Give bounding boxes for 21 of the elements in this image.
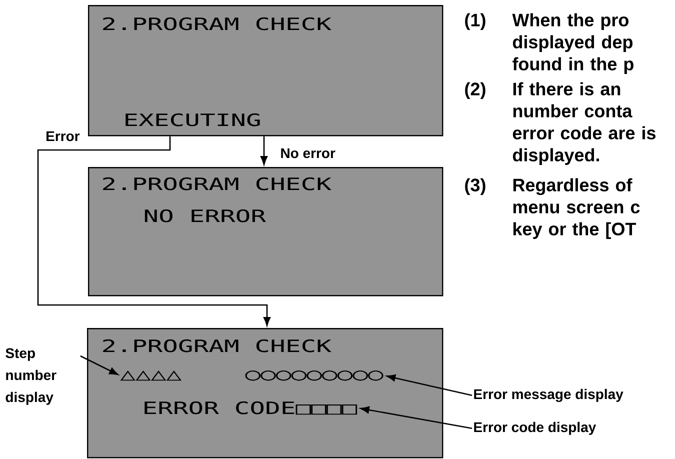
- arrow: [260, 136, 268, 165]
- screen-text: △△△△: [120, 370, 182, 381]
- lcd-screen: 2.PROGRAM CHECK NO ERROR: [88, 167, 444, 296]
- callout-label: Error message display: [474, 388, 624, 402]
- callout-label: Step number display: [6, 348, 56, 405]
- item-number: (3): [465, 178, 486, 195]
- leader-line: [360, 406, 472, 430]
- edge-label: No error: [279, 147, 336, 160]
- callout-label: Error code display: [474, 422, 596, 435]
- arrow: [37, 136, 271, 326]
- leader-line: [386, 374, 472, 396]
- lcd-screen: 2.PROGRAM CHECK EXECUTING: [88, 5, 444, 136]
- item-number: (1): [465, 13, 486, 30]
- leader-line: [80, 355, 118, 376]
- screen-text: ○○○○○○○○○: [245, 370, 384, 381]
- note-text: When the pro displayed dep found in the p: [512, 13, 634, 74]
- edge-label: Error: [44, 130, 81, 142]
- item-number: (2): [465, 82, 486, 99]
- screen-text: ERROR CODE□□□□: [144, 401, 358, 415]
- note-text: Regardless of menu screen c key or the [OT: [513, 178, 640, 239]
- note-text: If there is an number conta error code are is displayed.: [512, 82, 656, 165]
